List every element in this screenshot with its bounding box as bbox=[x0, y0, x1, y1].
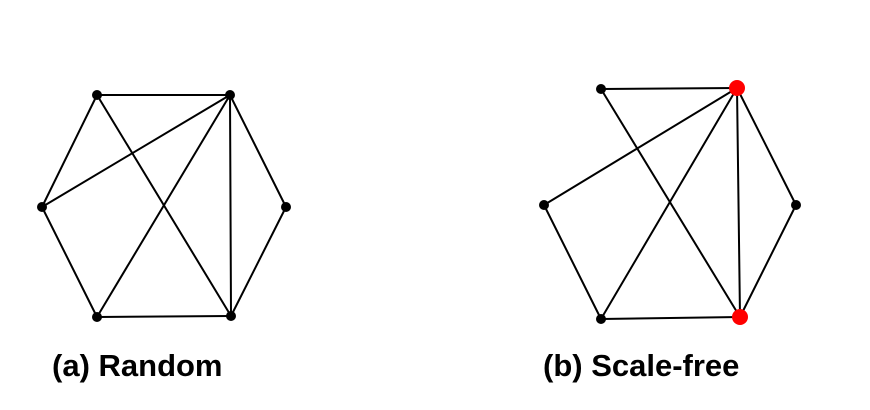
random-edge bbox=[96, 315, 232, 318]
random-graph-edges bbox=[41, 94, 287, 318]
scale-free-edge bbox=[600, 87, 738, 320]
random-node bbox=[225, 90, 235, 100]
scale-free-edge bbox=[736, 87, 797, 206]
random-edge bbox=[229, 94, 232, 317]
scale-free-node bbox=[791, 200, 801, 210]
scale-free-edge bbox=[600, 88, 741, 318]
random-graph bbox=[37, 90, 291, 322]
random-node bbox=[281, 202, 291, 212]
scale-free-node bbox=[596, 84, 606, 94]
scale-free-edge bbox=[739, 204, 797, 318]
scale-free-graph-nodes bbox=[539, 80, 801, 325]
scale-free-graph-caption: (b) Scale-free bbox=[543, 348, 739, 383]
random-edge bbox=[229, 94, 287, 208]
random-graph-caption: (a) Random bbox=[52, 348, 223, 383]
random-node bbox=[226, 311, 236, 321]
scale-free-node bbox=[596, 314, 606, 324]
random-edge bbox=[41, 94, 98, 208]
random-edge bbox=[41, 206, 98, 318]
random-edge bbox=[230, 206, 287, 317]
scale-free-edge bbox=[600, 87, 738, 90]
random-graph-nodes bbox=[37, 90, 291, 322]
random-node bbox=[37, 202, 47, 212]
random-edge bbox=[96, 94, 231, 318]
scale-free-graph bbox=[539, 80, 801, 325]
scale-free-hub-node bbox=[729, 80, 745, 96]
random-node bbox=[92, 312, 102, 322]
scale-free-edge bbox=[736, 87, 741, 318]
random-node bbox=[92, 90, 102, 100]
scale-free-edge bbox=[543, 87, 738, 206]
scale-free-hub-node bbox=[732, 309, 748, 325]
scale-free-node bbox=[539, 200, 549, 210]
scale-free-edge bbox=[543, 204, 602, 320]
random-edge bbox=[41, 94, 231, 208]
scale-free-graph-edges bbox=[543, 87, 797, 320]
scale-free-edge bbox=[600, 316, 741, 320]
